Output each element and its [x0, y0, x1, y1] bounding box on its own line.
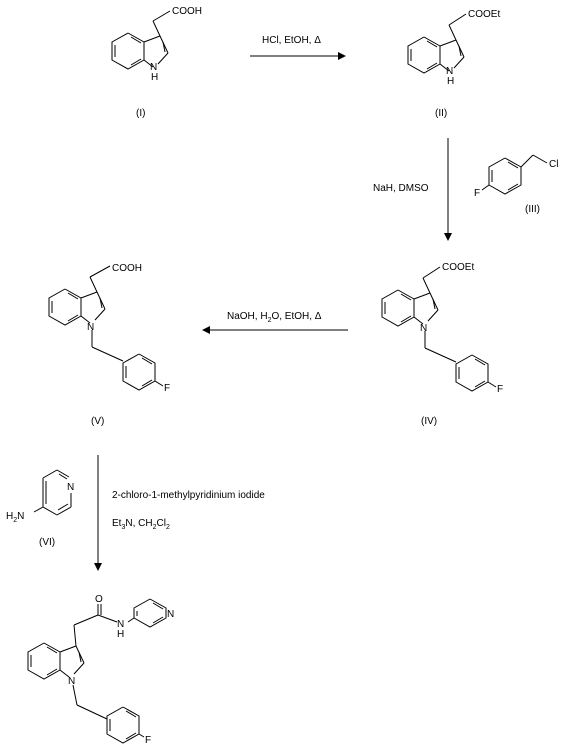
compound-ii-label: (II)	[435, 108, 447, 119]
compound-iv-label: (IV)	[421, 416, 437, 427]
product-n-pyridine: N	[167, 609, 174, 620]
compound-i-n: N	[150, 62, 157, 73]
compound-iv-structure	[381, 266, 497, 392]
r1-conditions: HCl, EtOH, Δ	[262, 35, 321, 46]
compound-v-structure	[48, 265, 164, 391]
compound-vi-h2n: H2N	[6, 511, 24, 524]
compound-vi-n: N	[67, 482, 74, 493]
compound-iv-f: F	[497, 384, 503, 395]
product-o: O	[95, 594, 103, 605]
r3-conditions: NaOH, H2O, EtOH, Δ	[227, 311, 322, 324]
compound-ii-group: COOEt	[468, 9, 500, 20]
compound-ii-n: N	[446, 66, 453, 77]
compound-iii-cl: Cl	[549, 159, 558, 170]
compound-i-group: COOH	[172, 6, 202, 17]
compound-v-n: N	[87, 322, 94, 333]
r4-conditions: Et3N, CH2Cl2	[112, 518, 170, 531]
compound-v-f: F	[164, 383, 170, 394]
compound-iii-f: F	[474, 188, 480, 199]
compound-i-structure	[111, 10, 171, 70]
r4-reagent: 2-chloro-1-methylpyridinium iodide	[112, 490, 265, 501]
compound-i-h: H	[151, 72, 158, 83]
compound-i-label: (I)	[136, 108, 145, 119]
compound-iv-group: COOEt	[442, 262, 474, 273]
product-structure	[27, 598, 167, 744]
product-n-amide: N	[117, 619, 124, 630]
r2-conditions: NaH, DMSO	[373, 183, 429, 194]
product-n-indole: N	[68, 676, 75, 687]
product-h: H	[117, 629, 124, 640]
compound-iii-label: (III)	[525, 204, 540, 215]
compound-v-label: (V)	[91, 416, 104, 427]
compound-ii-structure	[407, 13, 467, 74]
compound-ii-h: H	[447, 76, 454, 87]
compound-vi-label: (VI)	[39, 537, 55, 548]
compound-iii-structure	[481, 154, 548, 195]
compound-v-group: COOH	[112, 263, 142, 274]
compound-iv-n: N	[420, 323, 427, 334]
product-f: F	[145, 735, 151, 746]
compound-vi-structure	[33, 469, 72, 516]
